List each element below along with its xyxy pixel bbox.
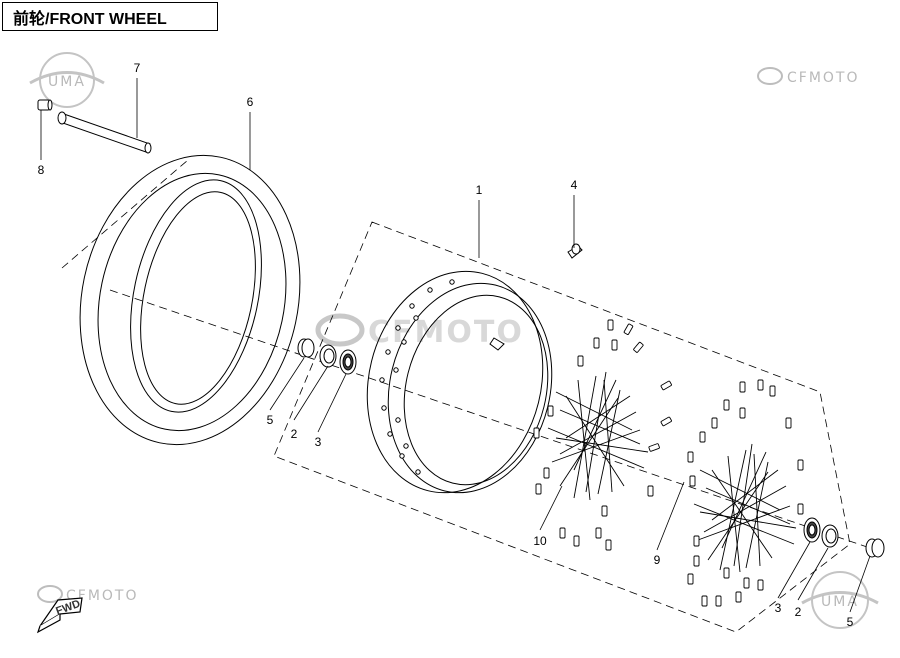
rim-assembly-group-box xyxy=(273,221,851,633)
uma-logo-bottom-right: UMA xyxy=(801,571,879,629)
callout-5-right: 5 xyxy=(847,615,854,629)
callout-5-left: 5 xyxy=(267,413,274,427)
rim-spoke-holes xyxy=(379,279,455,475)
cfmoto-text-bottom-left: CFMOTO xyxy=(66,588,139,604)
diagram-title: 前轮/FRONT WHEEL xyxy=(2,2,218,31)
uma-logo-text-bottom: UMA xyxy=(821,594,859,610)
tire-part-6 xyxy=(79,154,301,446)
axle-part-7 xyxy=(57,111,152,154)
callout-3-right: 3 xyxy=(775,601,782,615)
fwd-arrow-icon: FWD xyxy=(36,597,83,634)
seal-part-2-right xyxy=(821,524,839,548)
callout-2-right: 2 xyxy=(795,605,802,619)
valve-part-4 xyxy=(567,243,583,259)
callout-1: 1 xyxy=(476,183,483,197)
cfmoto-watermark-bottom-left: CFMOTO xyxy=(37,585,139,604)
spokes-part-10 xyxy=(547,371,649,501)
callout-9: 9 xyxy=(654,553,661,567)
axle-nut-part-8 xyxy=(37,99,53,111)
cfmoto-text-top-right: CFMOTO xyxy=(787,70,860,86)
spokes-part-9 xyxy=(693,443,797,573)
callout-labels: 7 8 6 1 4 5 2 3 10 9 3 2 5 xyxy=(38,61,854,629)
leader-lines xyxy=(40,78,871,613)
callout-8: 8 xyxy=(38,163,45,177)
callout-7: 7 xyxy=(134,61,141,75)
callout-2-left: 2 xyxy=(291,427,298,441)
uma-logo-top-left: UMA xyxy=(29,52,105,108)
spacer-part-5-left xyxy=(297,338,315,358)
spacer-part-5-right xyxy=(865,538,885,558)
spoke-nipples xyxy=(533,319,804,607)
uma-logo-text-top: UMA xyxy=(48,74,86,90)
callout-10: 10 xyxy=(533,534,547,548)
rim-part-1 xyxy=(366,270,553,494)
callout-3-left: 3 xyxy=(315,435,322,449)
callout-6: 6 xyxy=(247,95,254,109)
bearing-part-3-right xyxy=(803,517,821,543)
callout-4: 4 xyxy=(571,178,578,192)
bearing-part-3-left xyxy=(339,349,357,375)
cfmoto-watermark-top-right: CFMOTO xyxy=(757,67,860,86)
seal-part-2-left xyxy=(319,344,337,368)
